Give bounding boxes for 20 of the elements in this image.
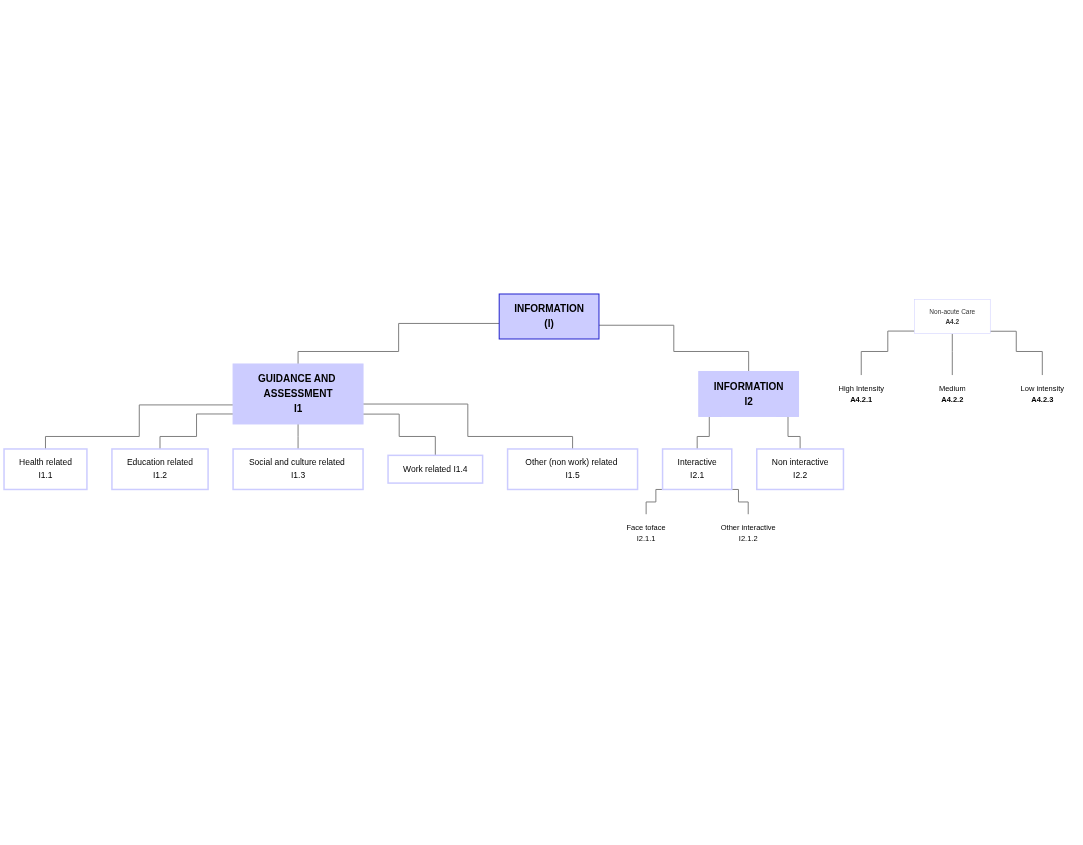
node-box: Education related I1.2 [111,447,209,490]
node-box: Other (non work) related I1.5 [506,447,639,490]
connector [598,324,750,372]
node-box: Health related I1.1 [3,447,88,490]
node-box: INFORMATION I2 [698,370,800,417]
node-box: INFORMATION (I) [498,293,600,339]
connector [45,403,234,449]
node-box: GUIDANCE AND ASSESSMENT I1 [232,363,364,424]
node-box: Social and culture related I1.3 [232,447,364,490]
connector [860,330,915,376]
connector [297,322,500,364]
connector [362,403,574,449]
connector [989,330,1043,376]
node-box: Interactive I2.1 [661,447,733,490]
connector [159,413,234,449]
connector [297,423,299,449]
connector [362,413,436,456]
node-box: Non interactive I2.2 [756,447,845,490]
node-box: Work related I1.4 [387,454,484,484]
connector [951,332,953,376]
